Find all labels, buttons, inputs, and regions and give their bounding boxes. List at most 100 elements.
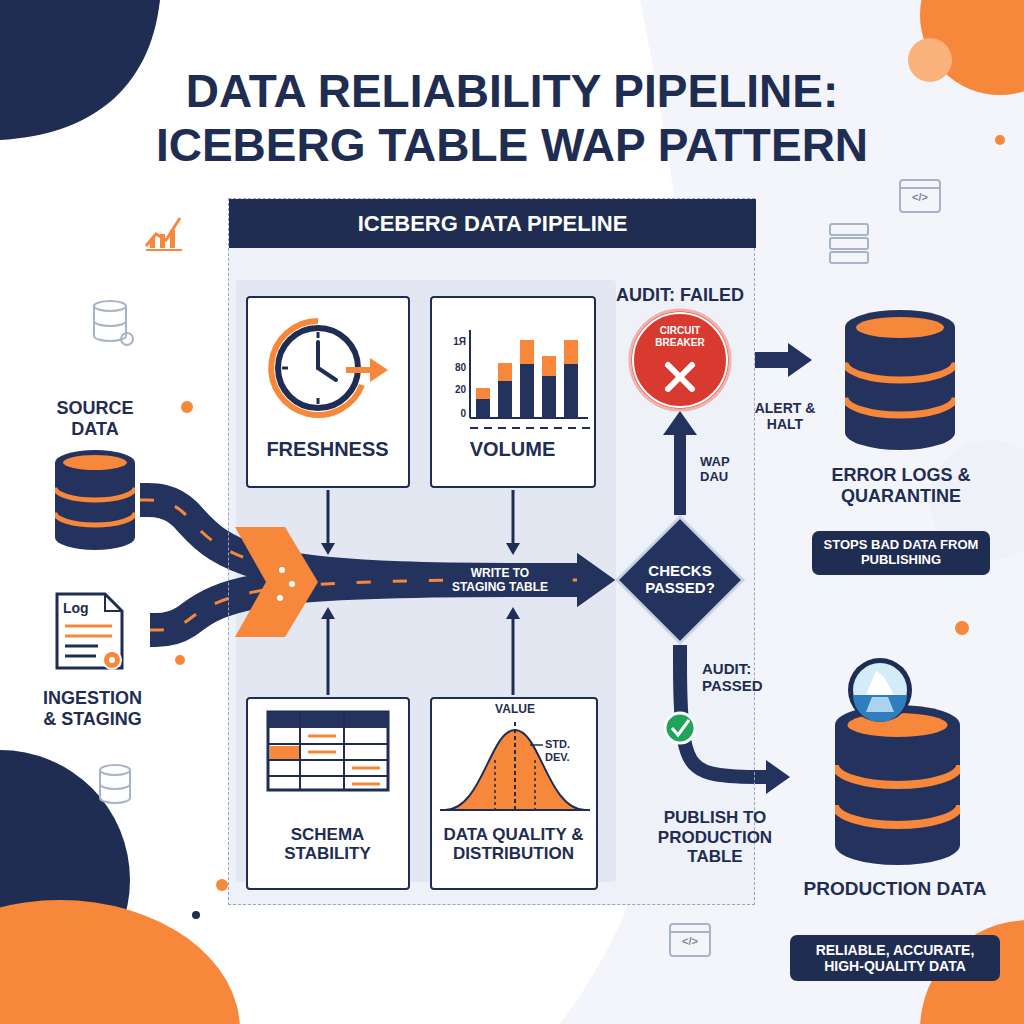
clock-icon [317,332,320,338]
breaker-symbol [633,313,727,407]
iceberg-icon [866,671,894,695]
breaker-symbol [668,365,692,389]
source-cylinder [55,450,135,550]
ingest-chevron [235,527,318,637]
check-arrows [327,617,330,695]
log-document-icon [57,594,122,669]
volume-chart [542,356,556,376]
volume-chart [470,427,590,429]
check-arrows [321,607,335,619]
check-box: DATA QUALITY & DISTRIBUTION [430,697,598,890]
breaker-symbol [668,365,692,389]
background-shapes [175,655,185,665]
volume-chart [520,340,534,364]
decor-icons [100,765,130,775]
background-shapes [216,879,228,891]
decor-icons [170,230,175,248]
pass-check-icon [665,713,695,743]
check-box: VOLUME [430,296,596,488]
ingest-chevron [289,581,295,587]
decor-icons [830,252,868,263]
bell-curve [530,744,543,746]
volume-chart [542,356,556,418]
volume-chart [498,363,512,418]
ingestion-log: LogINGESTION & STAGING [35,588,150,738]
check-box: FRESHNESS [246,296,410,488]
background-shapes [955,621,969,635]
log-document-icon [65,645,98,648]
check-arrows [512,617,515,695]
volume-chart [564,340,578,418]
check-arrows [512,490,515,545]
decor-icons [900,180,940,212]
schema-table-icon [343,712,345,790]
node-label: DATA QUALITY & DISTRIBUTION [434,825,594,864]
check-arrows [321,543,335,555]
volume-chart [564,340,578,364]
bell-curve [534,760,536,810]
node-label: PRODUCTION DATA [790,878,1000,900]
clock-icon [317,398,320,404]
edge-label: WRITE TO STAGING TABLE [445,567,555,595]
axis-label: 0 [438,408,466,420]
background-shapes [181,401,193,413]
decor-icons [900,187,940,189]
node-label: Log [63,600,103,616]
node-label: CHECKS PASSED? [630,562,730,597]
connector [755,360,788,361]
node-label: VOLUME [432,438,594,461]
edge-label: WAP DAU [700,455,744,485]
volume-chart [498,363,512,381]
connector-arrow [674,435,686,515]
node-label: FRESHNESS [248,438,408,461]
decor-icons [100,770,130,803]
check-arrows [327,490,330,545]
pass-check-icon [665,713,695,743]
decor-icons [670,931,710,933]
schema-table-icon [268,712,388,790]
volume-chart [520,340,534,418]
decision-diamond: CHECKS PASSED? [615,515,745,645]
node-note: STOPS BAD DATA FROM PUBLISHING [812,531,990,575]
code-icon-text: </> [902,191,938,204]
schema-table-icon [268,712,388,790]
connector-arrow [755,352,788,368]
iceberg-icon [853,695,907,722]
connector [680,435,681,515]
background-shapes [192,911,200,919]
bell-curve [514,722,516,810]
decor-icons [830,224,868,235]
schema-table-icon [270,746,300,760]
node-label: AUDIT: FAILED [605,285,755,306]
schema-table-icon [268,775,388,777]
check-arrows [506,607,520,619]
background-shapes [995,135,1005,145]
clock-icon [346,367,372,373]
pipeline-panel-ground [430,697,598,890]
pipeline-panel-ground [246,296,410,488]
node-note: INGESTION & STAGING [35,688,150,729]
schema-table-icon [352,783,380,786]
schema-table-icon [268,712,388,728]
pipeline-panel-ground [246,697,410,890]
chart-label: STD. DEV. [545,738,597,763]
bell-curve [440,722,590,810]
node-note: CIRCUIT BREAKER [645,325,715,349]
iceberg-icon [866,697,894,712]
node-label: ERROR LOGS & QUARANTINE [812,465,990,506]
clock-icon [282,367,288,370]
chart-label: VALUE [485,703,545,717]
decor-icons [150,238,155,248]
background-shapes [0,900,240,1024]
pipeline-panel-ground [430,296,596,488]
axis-label: 20 [438,384,466,396]
volume-chart [470,330,590,428]
node-label: ICEBERG DATA PIPELINE [229,199,756,248]
decor-icons [830,238,868,249]
volume-chart [469,330,471,418]
circuit-breaker: AUDIT: FAILED CIRCUIT BREAKER [605,285,755,411]
node-label: SOURCE DATA [50,398,140,439]
check-box: SCHEMA STABILITY [246,697,410,890]
